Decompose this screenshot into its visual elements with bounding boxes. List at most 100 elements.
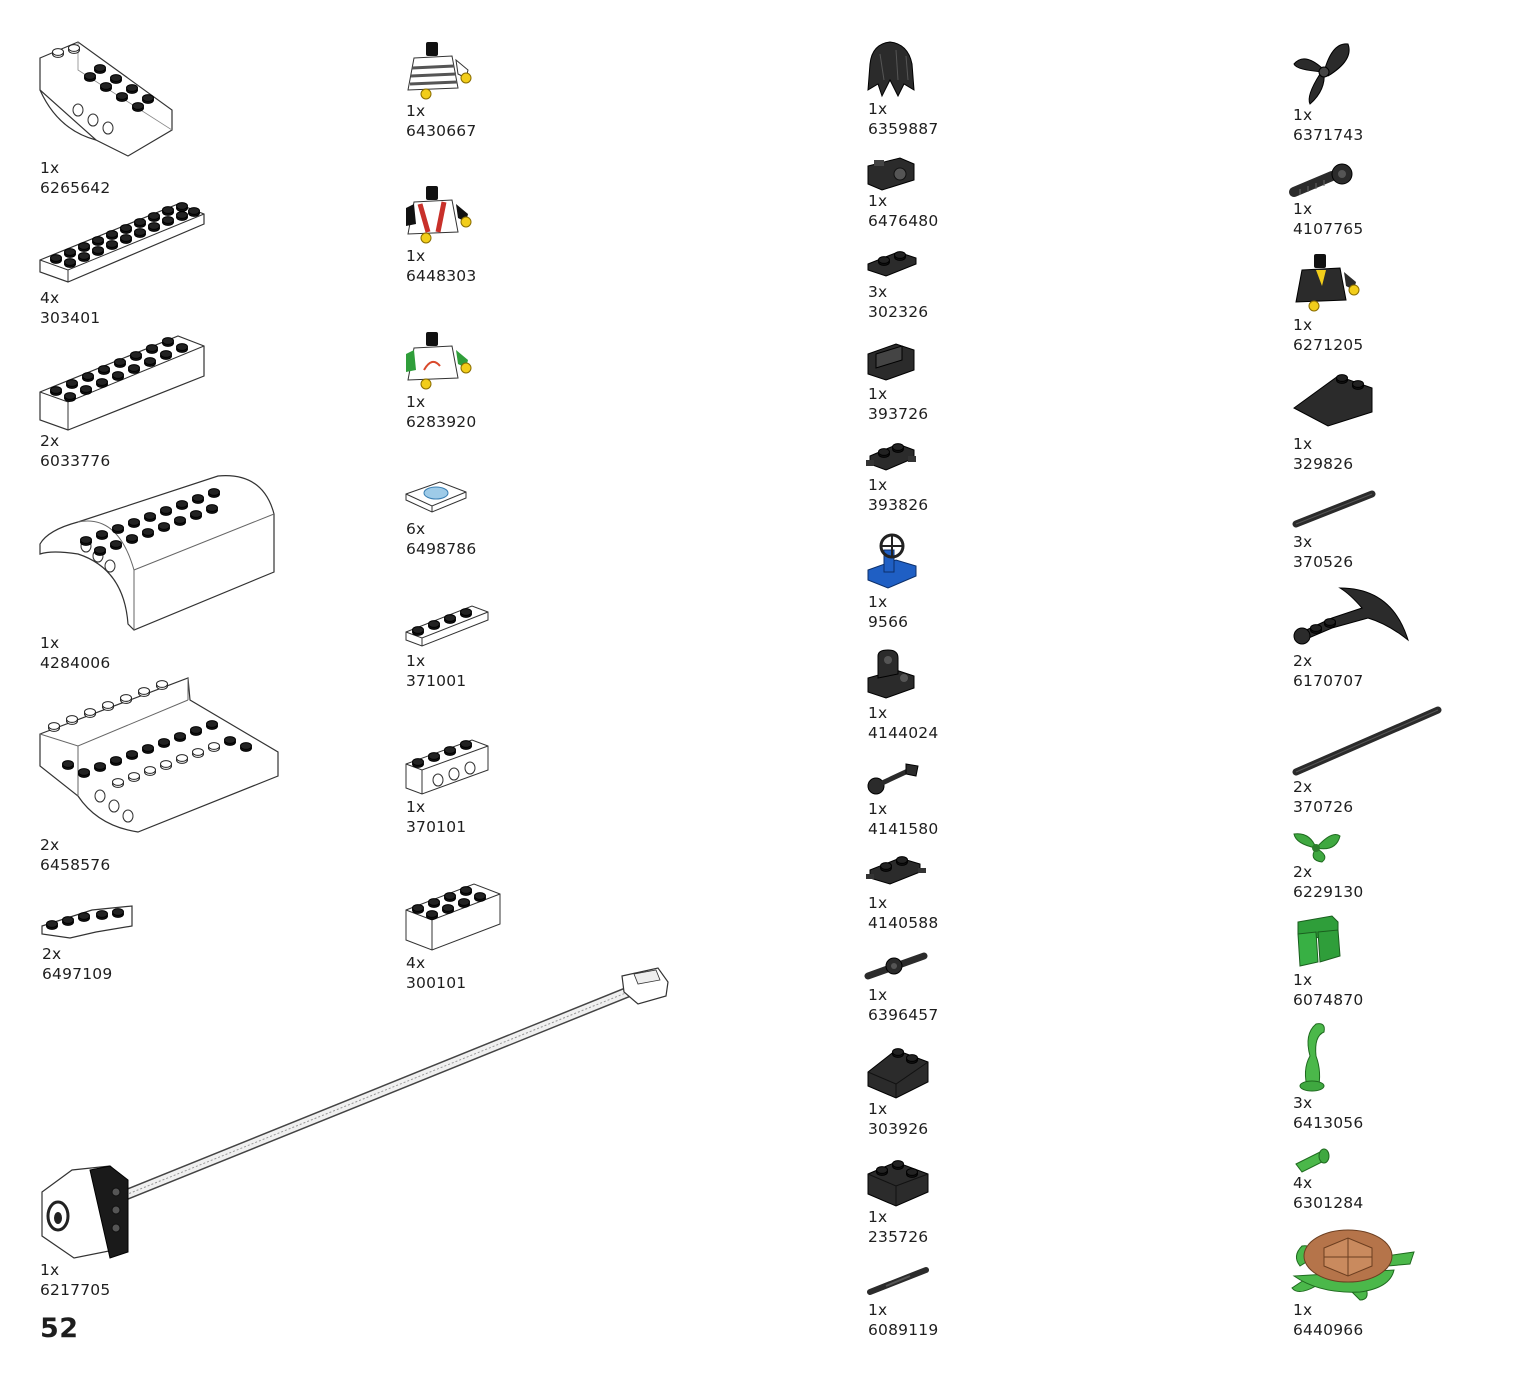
part-image-6359887 [866,40,916,98]
white-plate-1x4-icon [405,605,489,647]
part-qty: 2x [40,836,60,854]
part-number: 6301284 [1293,1194,1364,1212]
part-number: 6359887 [868,120,939,138]
part-qty: 1x [406,102,426,120]
white-boat-hull-base-icon [39,677,279,833]
part-qty: 1x [868,192,888,210]
black-anchor-icon [1293,587,1409,645]
part-image-4141580 [866,760,922,798]
part-qty: 1x [40,634,60,652]
green-seaweed-stalk-icon [1299,1023,1325,1092]
white-sensor-with-cable-icon [41,967,669,1259]
part-number: 393826 [868,496,929,514]
part-number: 393726 [868,405,929,423]
part-image-6476480 [866,156,916,192]
black-plate-with-pins-icon [866,856,926,885]
part-number: 6283920 [406,413,477,431]
white-plate-2x10-icon [39,202,205,283]
white-hinge-plate-icon [41,905,133,939]
part-image-6265642 [38,40,178,158]
white-technic-brick-1x4-icon [405,739,489,795]
white-brick-2x4-icon [405,883,501,951]
part-qty: 1x [1293,200,1313,218]
part-qty: 1x [406,652,426,670]
part-image-303401 [38,200,208,288]
black-brick-corner-icon [867,1160,929,1207]
part-number: 370726 [1293,798,1354,816]
part-number: 235726 [868,1228,929,1246]
white-brick-2x8-icon [39,335,205,431]
part-number: 4284006 [40,654,111,672]
part-image-370726 [1292,704,1444,776]
part-image-370526 [1292,488,1376,530]
part-qty: 1x [1293,316,1313,334]
black-technic-connector-icon [867,649,915,699]
part-image-9566 [866,532,920,590]
black-slope-2x2-icon [867,1048,929,1099]
part-number: 303926 [868,1120,929,1138]
part-qty: 1x [1293,971,1313,989]
part-number: 300101 [406,974,467,992]
part-image-6074870 [1292,912,1344,970]
part-number: 6371743 [1293,126,1364,144]
part-number: 4107765 [1293,220,1364,238]
part-qty: 3x [868,283,888,301]
page-number: 52 [40,1313,79,1344]
part-image-6448303 [404,184,476,246]
black-camera-piece-icon [867,157,915,191]
part-number: 6033776 [40,452,111,470]
black-slope-inverted-icon [1293,374,1373,427]
black-bracket-piece-icon [867,343,915,381]
part-number: 6440966 [1293,1321,1364,1339]
part-image-370101 [404,736,492,798]
black-propeller-icon [1293,43,1350,105]
part-number: 6430667 [406,122,477,140]
part-qty: 1x [868,1208,888,1226]
black-hair-piece-icon [867,41,915,98]
part-qty: 2x [1293,863,1313,881]
part-number: 4144024 [868,724,939,742]
part-number: 4141580 [868,820,939,838]
black-axle-long-icon [1292,706,1442,776]
part-image-6497109 [40,904,136,942]
part-image-4284006 [38,474,280,634]
part-qty: 3x [1293,533,1313,551]
part-image-302326 [866,250,918,280]
part-qty: 1x [1293,1301,1313,1319]
part-image-6301284 [1292,1146,1332,1174]
part-image-6229130 [1292,828,1342,864]
part-qty: 2x [40,432,60,450]
part-image-6170707 [1292,584,1414,650]
part-qty: 1x [1293,435,1313,453]
part-qty: 1x [406,798,426,816]
part-number: 6497109 [42,965,113,983]
part-number: 302326 [868,303,929,321]
part-number: 6498786 [406,540,477,558]
part-number: 370526 [1293,553,1354,571]
part-number: 6229130 [1293,883,1364,901]
part-qty: 4x [1293,1174,1313,1192]
part-qty: 1x [868,986,888,1004]
part-number: 6265642 [40,179,111,197]
part-qty: 1x [406,247,426,265]
part-qty: 1x [868,704,888,722]
part-number: 6271205 [1293,336,1364,354]
part-number: 6089119 [868,1321,939,1339]
part-image-6413056 [1292,1020,1332,1094]
part-number: 303401 [40,309,101,327]
black-plate-with-clips-icon [866,443,916,471]
part-image-4144024 [866,648,918,702]
part-image-6283920 [404,330,476,392]
part-qty: 6x [406,520,426,538]
white-curved-hull-piece-icon [39,41,173,157]
printed-tile-2x2-icon [405,481,467,513]
black-plate-1x2-icon [867,251,917,277]
part-number: 329826 [1293,455,1354,473]
part-qty: 4x [406,954,426,972]
green-plant-leaves-icon [1293,833,1341,863]
black-bar-handle-icon [867,1267,929,1295]
minifig-torso-vest-icon [406,186,472,244]
part-image-303926 [866,1042,930,1100]
part-image-4107765 [1289,160,1356,200]
part-number: 6170707 [1293,672,1364,690]
